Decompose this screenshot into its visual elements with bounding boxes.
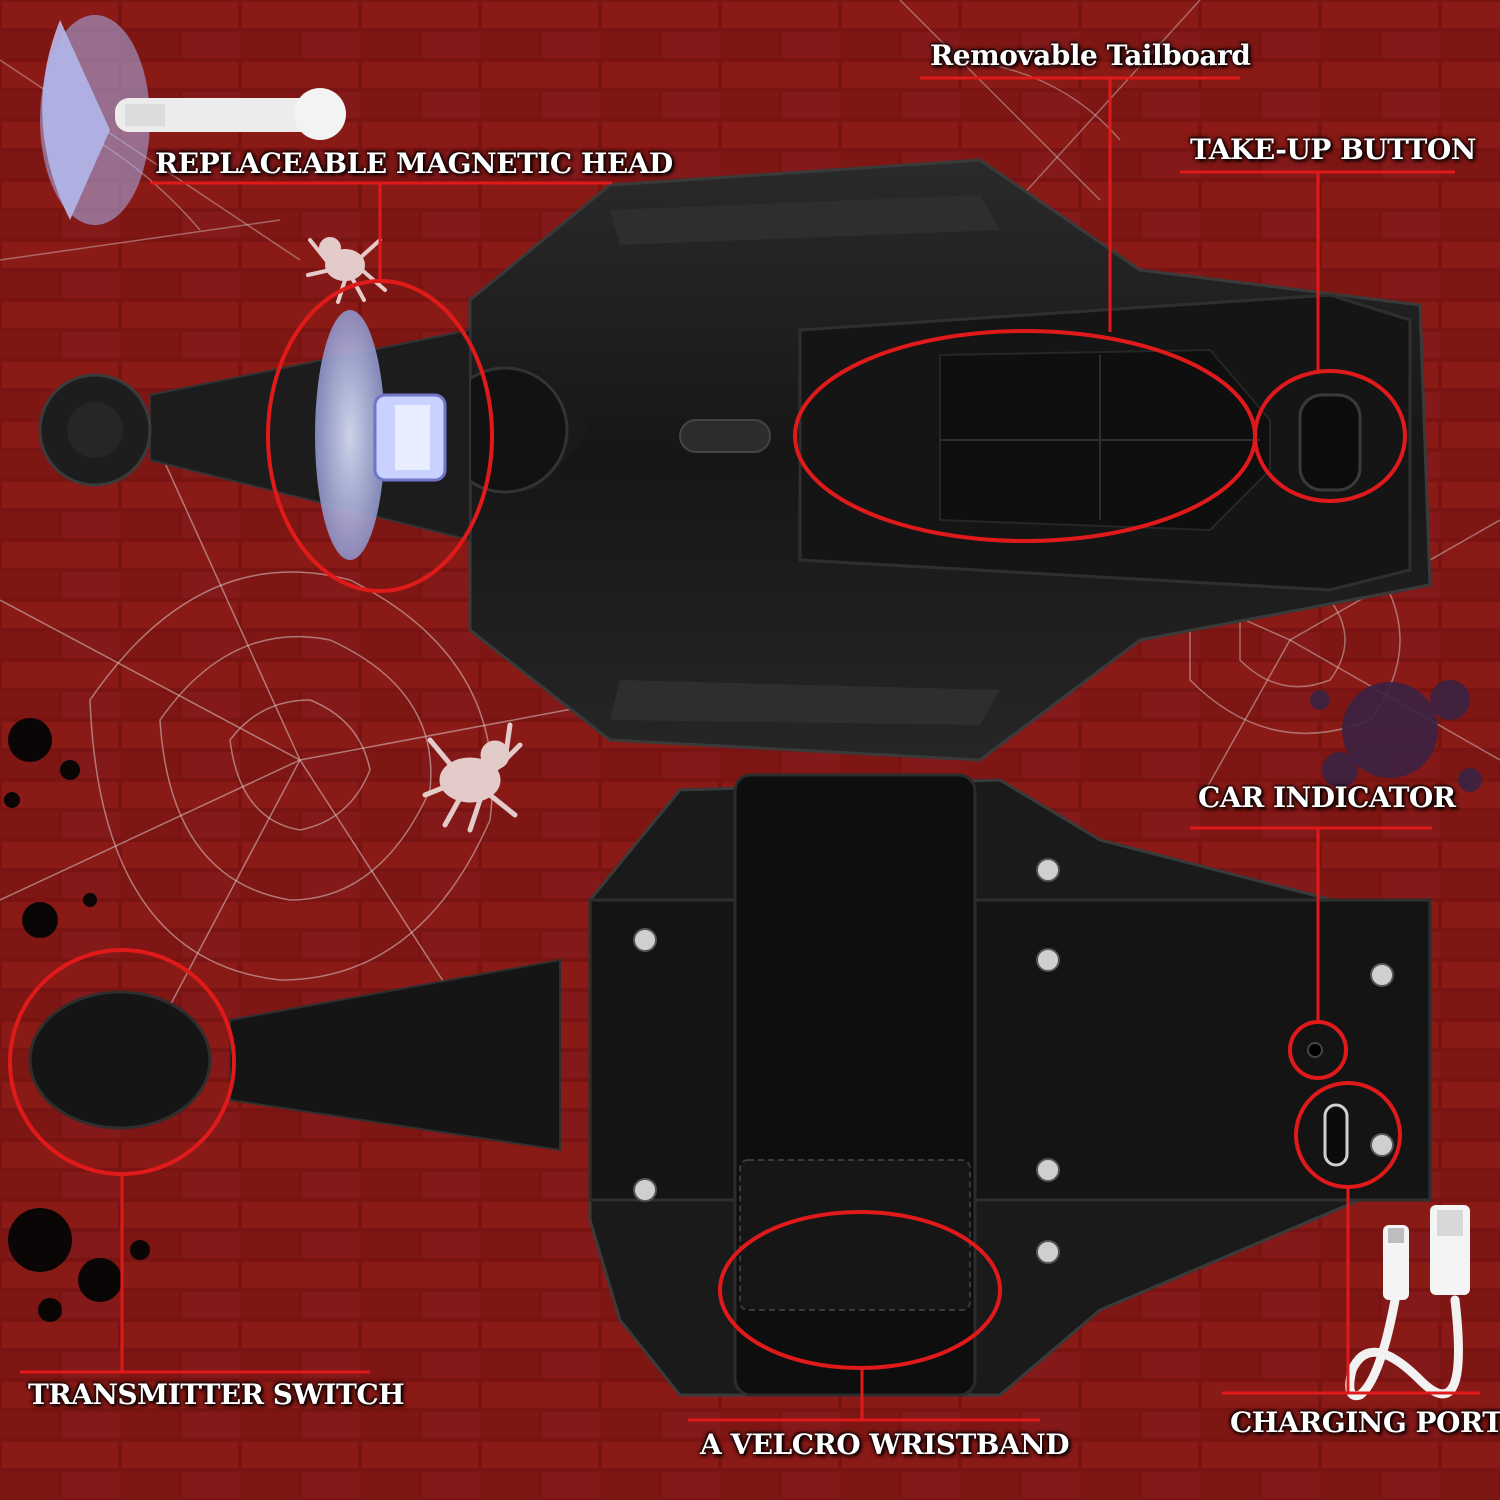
splatter-decoration <box>1310 680 1482 792</box>
spider-icon <box>306 237 387 304</box>
label-car-indicator: CAR INDICATOR <box>1198 781 1456 814</box>
label-transmitter-switch: TRANSMITTER SWITCH <box>28 1378 405 1411</box>
callout-leader-lines <box>20 76 1480 1422</box>
screw-icon <box>633 858 1394 1264</box>
take-up-button-shape <box>1298 393 1362 492</box>
spider-icon <box>422 722 523 833</box>
label-removable-tailboard: Removable Tailboard <box>930 39 1251 72</box>
shooter-device-bottom-view <box>28 773 1432 1397</box>
shooter-device-top-view <box>38 158 1432 762</box>
label-replaceable-magnetic-head: REPLACEABLE MAGNETIC HEAD <box>155 147 673 180</box>
label-charging-port: CHARGING PORT <box>1230 1406 1500 1439</box>
usb-cable-icon <box>1345 1205 1470 1401</box>
label-take-up-button: TAKE-UP BUTTON <box>1190 133 1476 166</box>
label-velcro-wristband: A VELCRO WRISTBAND <box>700 1428 1070 1461</box>
splatter-decoration <box>4 718 150 1322</box>
charging-port-shape <box>1323 1103 1349 1167</box>
car-indicator-shape <box>1307 1042 1323 1058</box>
cobweb-icon <box>0 429 621 1101</box>
suction-cup-icon <box>40 15 346 225</box>
